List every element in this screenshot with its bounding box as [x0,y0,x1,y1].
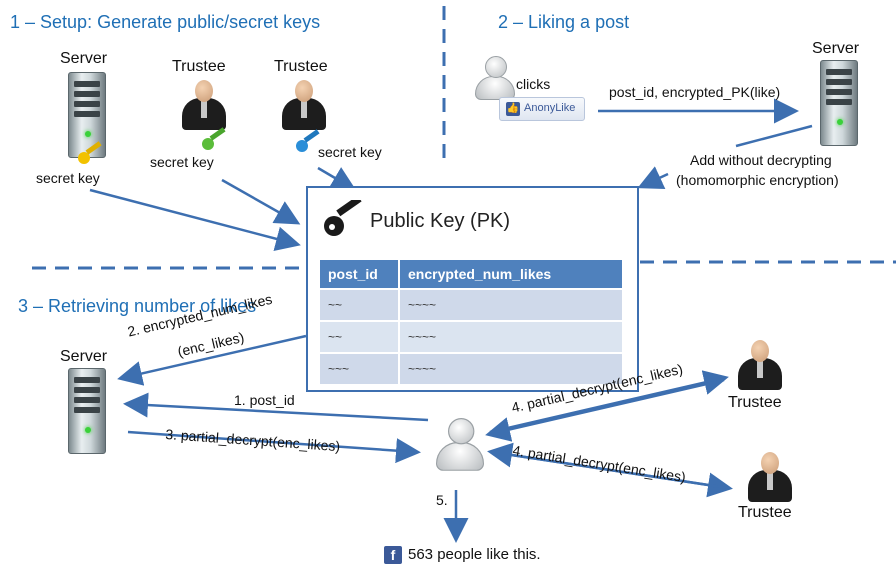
homomorphic-encryption-label: (homomorphic encryption) [676,172,839,188]
key-black-icon [324,200,362,236]
pk-table: post_id encrypted_num_likes ~~ ~~~~ ~~ ~… [318,258,624,386]
trustee-label-retrieving-1: Trustee [728,394,782,411]
key-blue-icon [296,129,322,152]
trustee-icon [182,80,226,130]
step1-label: 1. post_id [234,392,295,408]
step4-lower-label: 4. partial_decrypt(enc_likes) [511,442,687,486]
pk-table-header: post_id [320,260,398,288]
key-green-icon [202,127,228,150]
section-title-setup: 1 – Setup: Generate public/secret keys [10,12,321,32]
key-yellow-icon [78,141,104,164]
secret-key-label-trustee-2: secret key [318,144,382,160]
server-icon [68,368,106,454]
secret-key-label-trustee-1: secret key [150,154,214,170]
pk-table-header: encrypted_num_likes [400,260,622,288]
add-without-decrypting-label: Add without decrypting [690,152,832,168]
table-cell: ~~~~ [400,290,622,320]
section-title-retrieving: 3 – Retrieving number of likes [18,296,257,316]
table-cell: ~~~ [320,354,398,384]
like-count-text: 563 people like this. [408,546,541,563]
trustee-label-setup-2: Trustee [274,58,328,75]
arrow-trustee1-key-to-pk [221,178,301,225]
arrow-add-to-pk [637,166,669,189]
table-cell: ~~ [320,322,398,352]
facebook-icon: f [384,546,402,564]
trustee-label-setup-1: Trustee [172,58,226,75]
server-label-liking: Server [812,40,860,57]
anonylike-button[interactable]: 👍 AnonyLike [499,97,585,121]
server-label-setup: Server [60,50,108,67]
arrow-server-to-pk-line [735,124,813,148]
section-title-liking: 2 – Liking a post [498,12,630,32]
table-row: ~~~ ~~~~ [320,354,622,384]
trustee-icon [282,80,326,130]
anonylike-label: AnonyLike [524,102,576,114]
server-label-retrieving: Server [60,348,108,365]
trustee-label-retrieving-2: Trustee [738,504,792,521]
table-cell: ~~~~ [400,322,622,352]
user-icon [436,418,484,471]
arrow-server-key-to-pk [89,188,301,252]
table-row: ~~ ~~~~ [320,290,622,320]
clicks-label: clicks [516,76,551,92]
trustee-icon [738,340,782,390]
step2-sub-label: (enc_likes) [176,328,246,360]
arrow-trustee2-key-to-pk [317,166,357,191]
step3-label: 3. partial_decrypt(enc_likes) [164,426,341,455]
step5-label: 5. [436,492,448,508]
server-icon [820,60,858,146]
send-like-label: post_id, encrypted_PK(like) [609,84,781,100]
user-icon [475,56,515,100]
table-cell: ~~ [320,290,398,320]
table-cell: ~~~~ [400,354,622,384]
trustee-icon [748,452,792,502]
public-key-title: Public Key (PK) [370,210,511,232]
public-key-box: Public Key (PK) post_id encrypted_num_li… [306,186,639,392]
table-row: ~~ ~~~~ [320,322,622,352]
thumbs-up-icon: 👍 [506,102,520,116]
secret-key-label-server: secret key [36,170,100,186]
